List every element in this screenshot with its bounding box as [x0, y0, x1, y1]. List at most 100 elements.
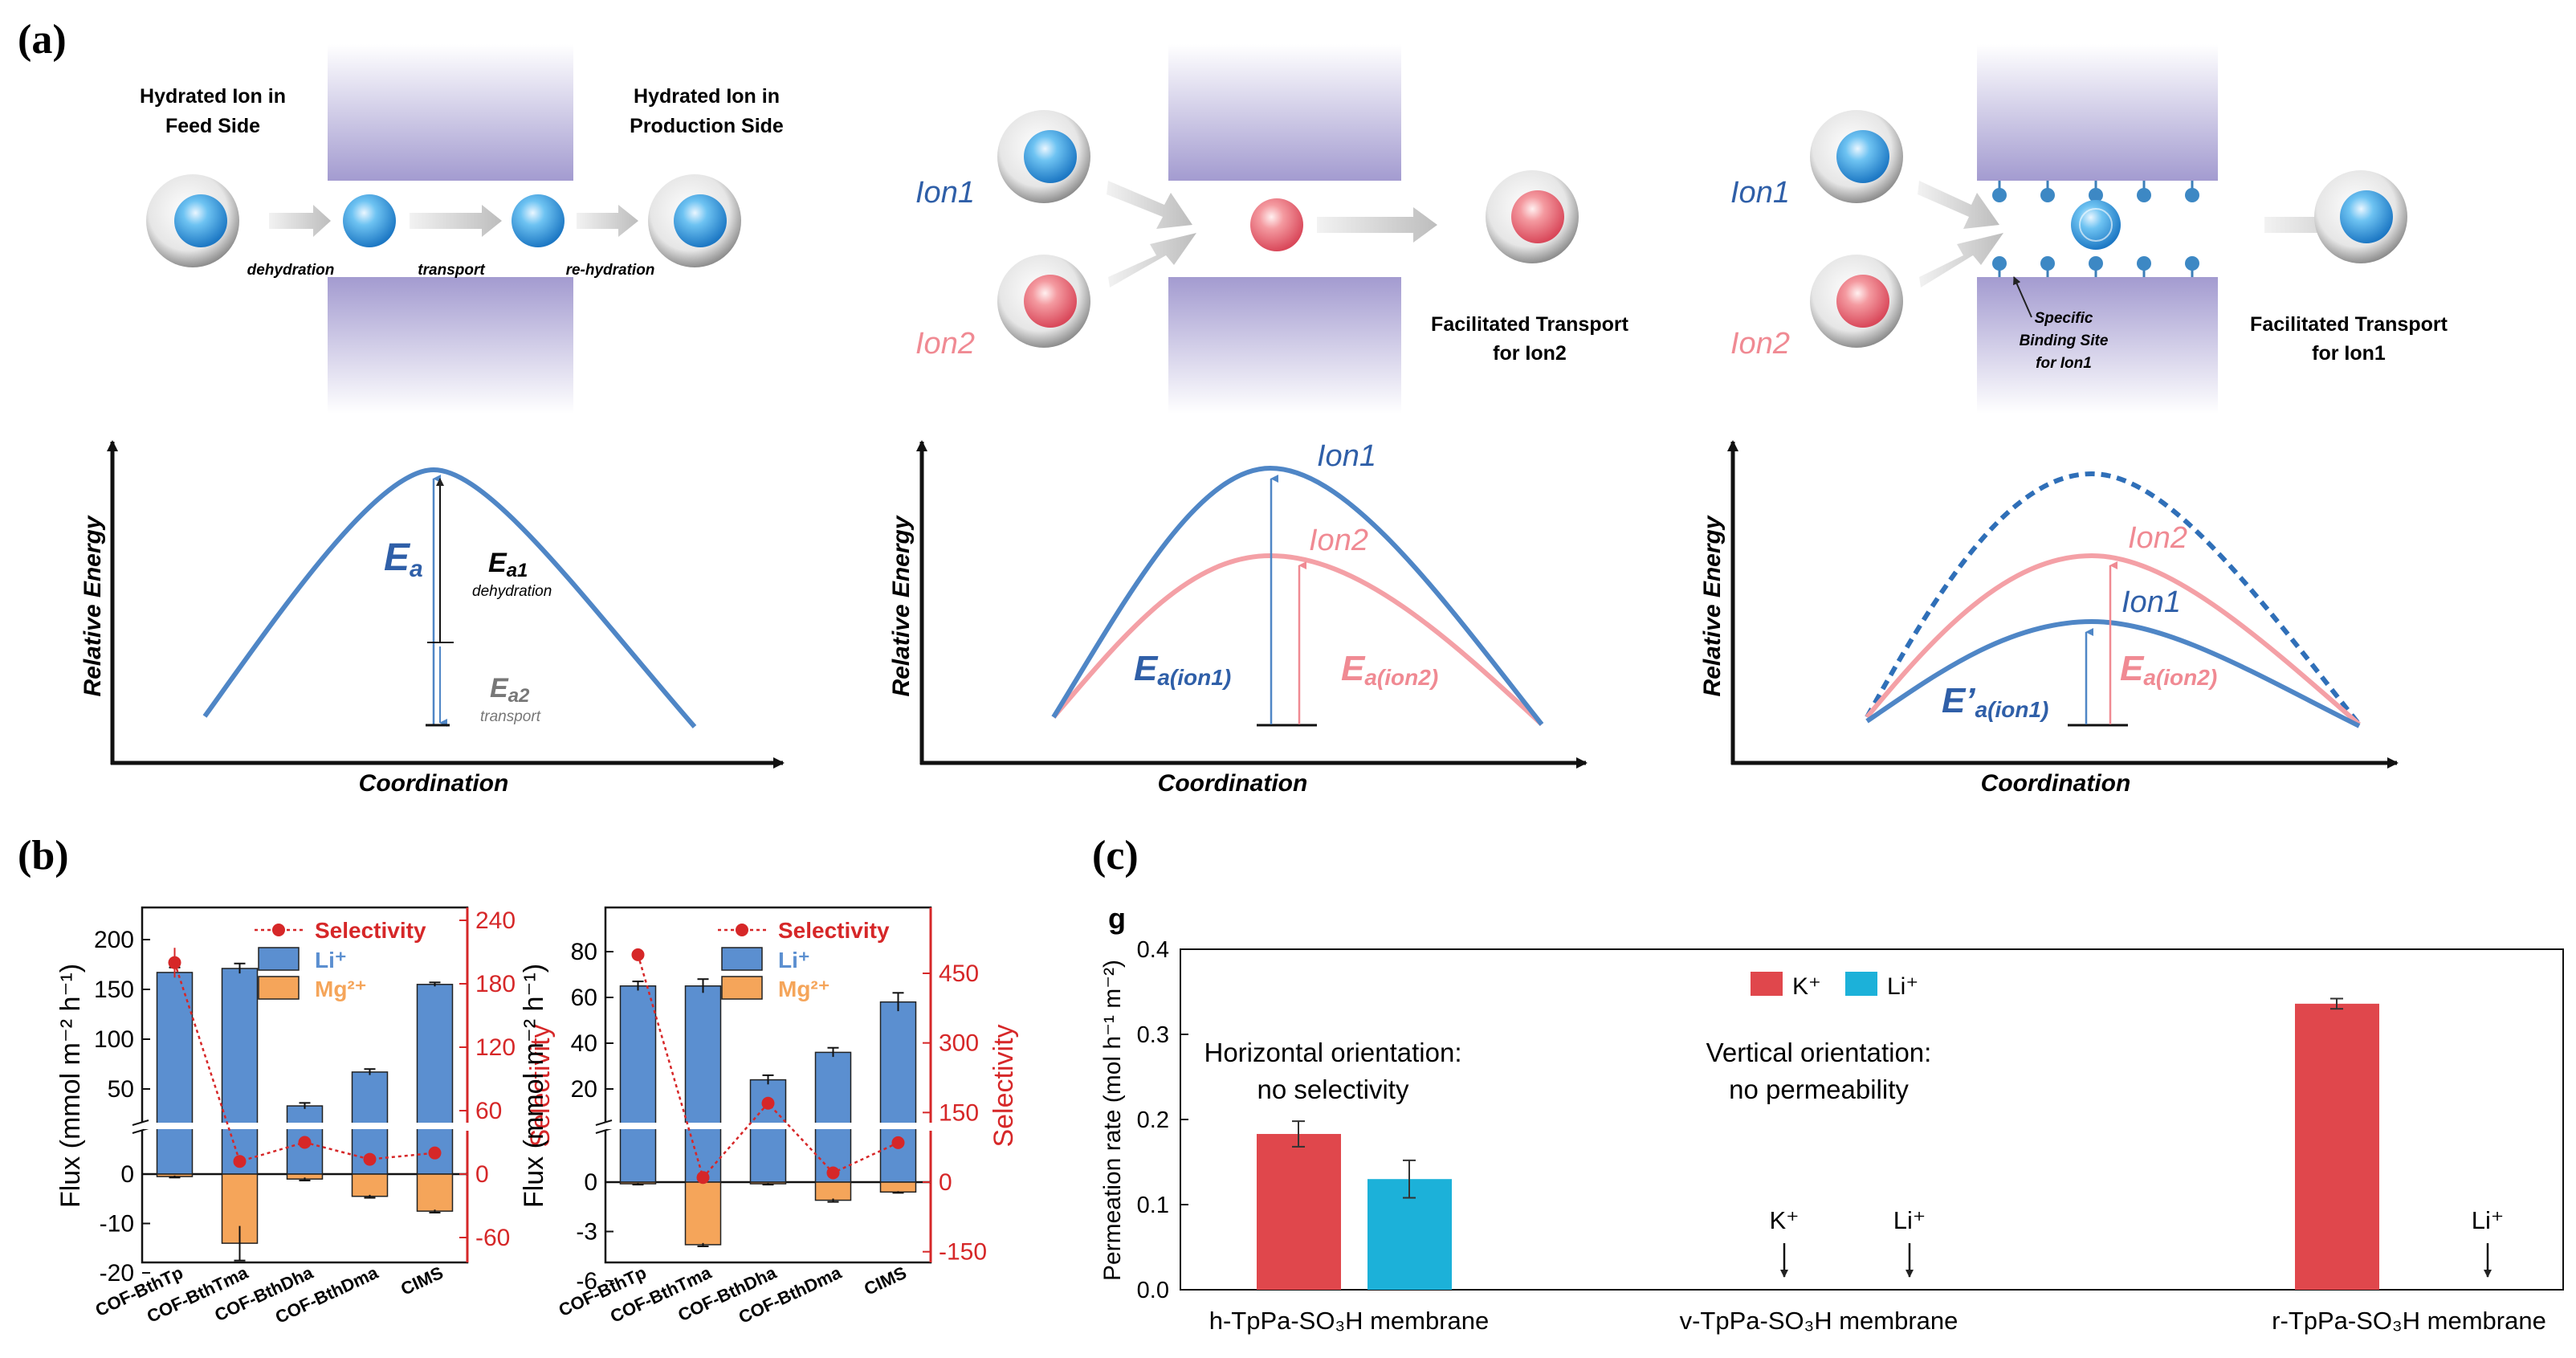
legend-li-swatch: [721, 947, 763, 971]
category-label: r-TpPa-SO₃H membrane: [2272, 1307, 2546, 1335]
ea1-label: Ea1: [488, 548, 528, 581]
caption-line1: Facilitated Transport: [2250, 313, 2448, 336]
selectivity-point: [761, 1096, 775, 1110]
hydrated-ion-icon: [648, 174, 741, 267]
ea2-note: transport: [480, 708, 541, 725]
ion1-curve-label: Ion1: [1317, 439, 1376, 473]
y-axis-label: Relative Energy: [79, 515, 106, 696]
ion1-energy-curve: [1051, 465, 1544, 726]
x-axis-label: Coordination: [1981, 770, 2131, 797]
selectivity-point: [428, 1146, 442, 1160]
site-label-line1: Specific: [2035, 310, 2093, 327]
y2-tick-label: 150: [939, 1099, 979, 1126]
hydrated-ion1-icon: [1810, 110, 1903, 203]
legend-selectivity-label: Selectivity: [778, 918, 890, 943]
k-bar: [1257, 1134, 1341, 1290]
y-axis-label: Permeation rate (mol h⁻¹ m⁻²): [1099, 960, 1126, 1281]
y-tick-label: 40: [571, 1030, 597, 1057]
binding-site-icon: [2040, 188, 2055, 202]
legend-mg-label: Mg²⁺: [315, 977, 367, 1001]
selectivity-point: [233, 1155, 247, 1168]
category-label: v-TpPa-SO₃H membrane: [1680, 1307, 1958, 1335]
process-arrow-icon: [410, 205, 502, 237]
ea1-note: dehydration: [472, 583, 552, 600]
energy-diagram-1: Relative Energy Coordination Ea Ea1 dehy…: [79, 440, 785, 797]
binding-site-icon: [2137, 188, 2151, 202]
panel-label-a: (a): [18, 17, 67, 63]
k-bar: [2295, 1003, 2379, 1290]
y2-tick-label: 0: [939, 1169, 952, 1196]
process-arrow-icon: [1108, 233, 1196, 288]
membrane-top: [328, 44, 573, 181]
chart-title: g: [1108, 902, 1126, 935]
process-arrow-icon: [1919, 233, 2003, 288]
schematic-3: Ion1 Ion2 Specific Binding Site for Ion1…: [1730, 44, 2448, 414]
binding-site-icon: [2040, 256, 2055, 271]
legend-selectivity-marker: [272, 924, 285, 936]
energy-curve: [202, 467, 697, 728]
y2-axis-label: Selectivity: [988, 1024, 1019, 1147]
site-label-line3: for Ion1: [2036, 355, 2092, 372]
caption-line2: for Ion1: [2312, 342, 2386, 365]
y2-tick-label: 300: [939, 1030, 979, 1057]
ion2-energy-curve: [1865, 553, 2361, 727]
production-label-line1: Hydrated Ion in: [634, 85, 780, 108]
legend-li-swatch: [1845, 972, 1877, 996]
li-bar: [684, 985, 722, 1183]
ion2-label: Ion2: [1730, 327, 1790, 361]
li-bar: [814, 1051, 852, 1183]
legend-mg-label: Mg²⁺: [778, 977, 830, 1001]
legend-selectivity-label: Selectivity: [315, 918, 426, 943]
hydrated-ion1-icon: [997, 110, 1090, 203]
schematic-2: Ion1 Ion2 Facilitated Transport for Ion2: [915, 44, 1629, 414]
annotation-vertical-line1: Vertical orientation:: [1706, 1038, 1932, 1067]
y2-tick-label: -150: [939, 1239, 987, 1266]
y-tick-label: 50: [108, 1076, 134, 1103]
binding-site-icon: [1992, 188, 2007, 202]
legend-li-label: Li⁺: [1887, 973, 1918, 1000]
ion2-energy-curve: [1051, 553, 1544, 727]
y-tick-label: 150: [94, 977, 134, 1003]
y-tick-label: 0: [120, 1161, 134, 1188]
annotation-vertical-line2: no permeability: [1729, 1075, 1909, 1104]
y-tick-label: 60: [571, 985, 597, 1011]
caption-line2: for Ion2: [1493, 342, 1567, 365]
y-tick-label: 0.3: [1137, 1022, 1169, 1048]
caption-line1: Facilitated Transport: [1431, 313, 1629, 336]
step-label-rehydration: re-hydration: [566, 262, 655, 279]
y-tick-label: 200: [94, 927, 134, 953]
axis-break-mark: [595, 1119, 613, 1126]
binding-sites: [1992, 181, 2199, 277]
mg-bar: [879, 1181, 917, 1193]
binding-site-icon: [1992, 256, 2007, 271]
feed-label-line2: Feed Side: [165, 115, 260, 137]
feed-label-line1: Hydrated Ion in: [140, 85, 286, 108]
mg-bar: [684, 1181, 722, 1246]
ion1-label: Ion1: [1730, 176, 1790, 210]
y2-tick-label: 120: [475, 1034, 516, 1061]
li-bar: [221, 968, 259, 1175]
li-arrow-label: Li⁺: [2472, 1206, 2505, 1234]
legend-li-label: Li⁺: [778, 948, 810, 973]
y-tick-label: 0.1: [1137, 1193, 1169, 1218]
legend-mg-swatch: [721, 976, 763, 1000]
li-arrow-label: Li⁺: [1893, 1206, 1926, 1234]
ea-ion2-label: Ea(ion2): [2120, 649, 2217, 690]
hydrated-ion2-icon: [1486, 170, 1579, 263]
membrane-bottom: [328, 277, 573, 414]
binding-site-icon: [2137, 256, 2151, 271]
y2-tick-label: 180: [475, 971, 516, 997]
li-bar: [749, 1079, 787, 1183]
process-arrow-icon: [1317, 207, 1437, 243]
x-axis-label: Coordination: [359, 770, 509, 797]
process-arrow-icon: [269, 205, 331, 237]
hydrated-ion1-icon: [2314, 170, 2407, 263]
process-arrow-icon: [1107, 181, 1192, 229]
ea2-label: Ea2: [490, 673, 530, 707]
y-axis-label: Relative Energy: [1699, 515, 1726, 696]
li-bar: [156, 972, 194, 1175]
annotation-horizontal-line1: Horizontal orientation:: [1204, 1038, 1461, 1067]
selectivity-point: [363, 1152, 377, 1166]
